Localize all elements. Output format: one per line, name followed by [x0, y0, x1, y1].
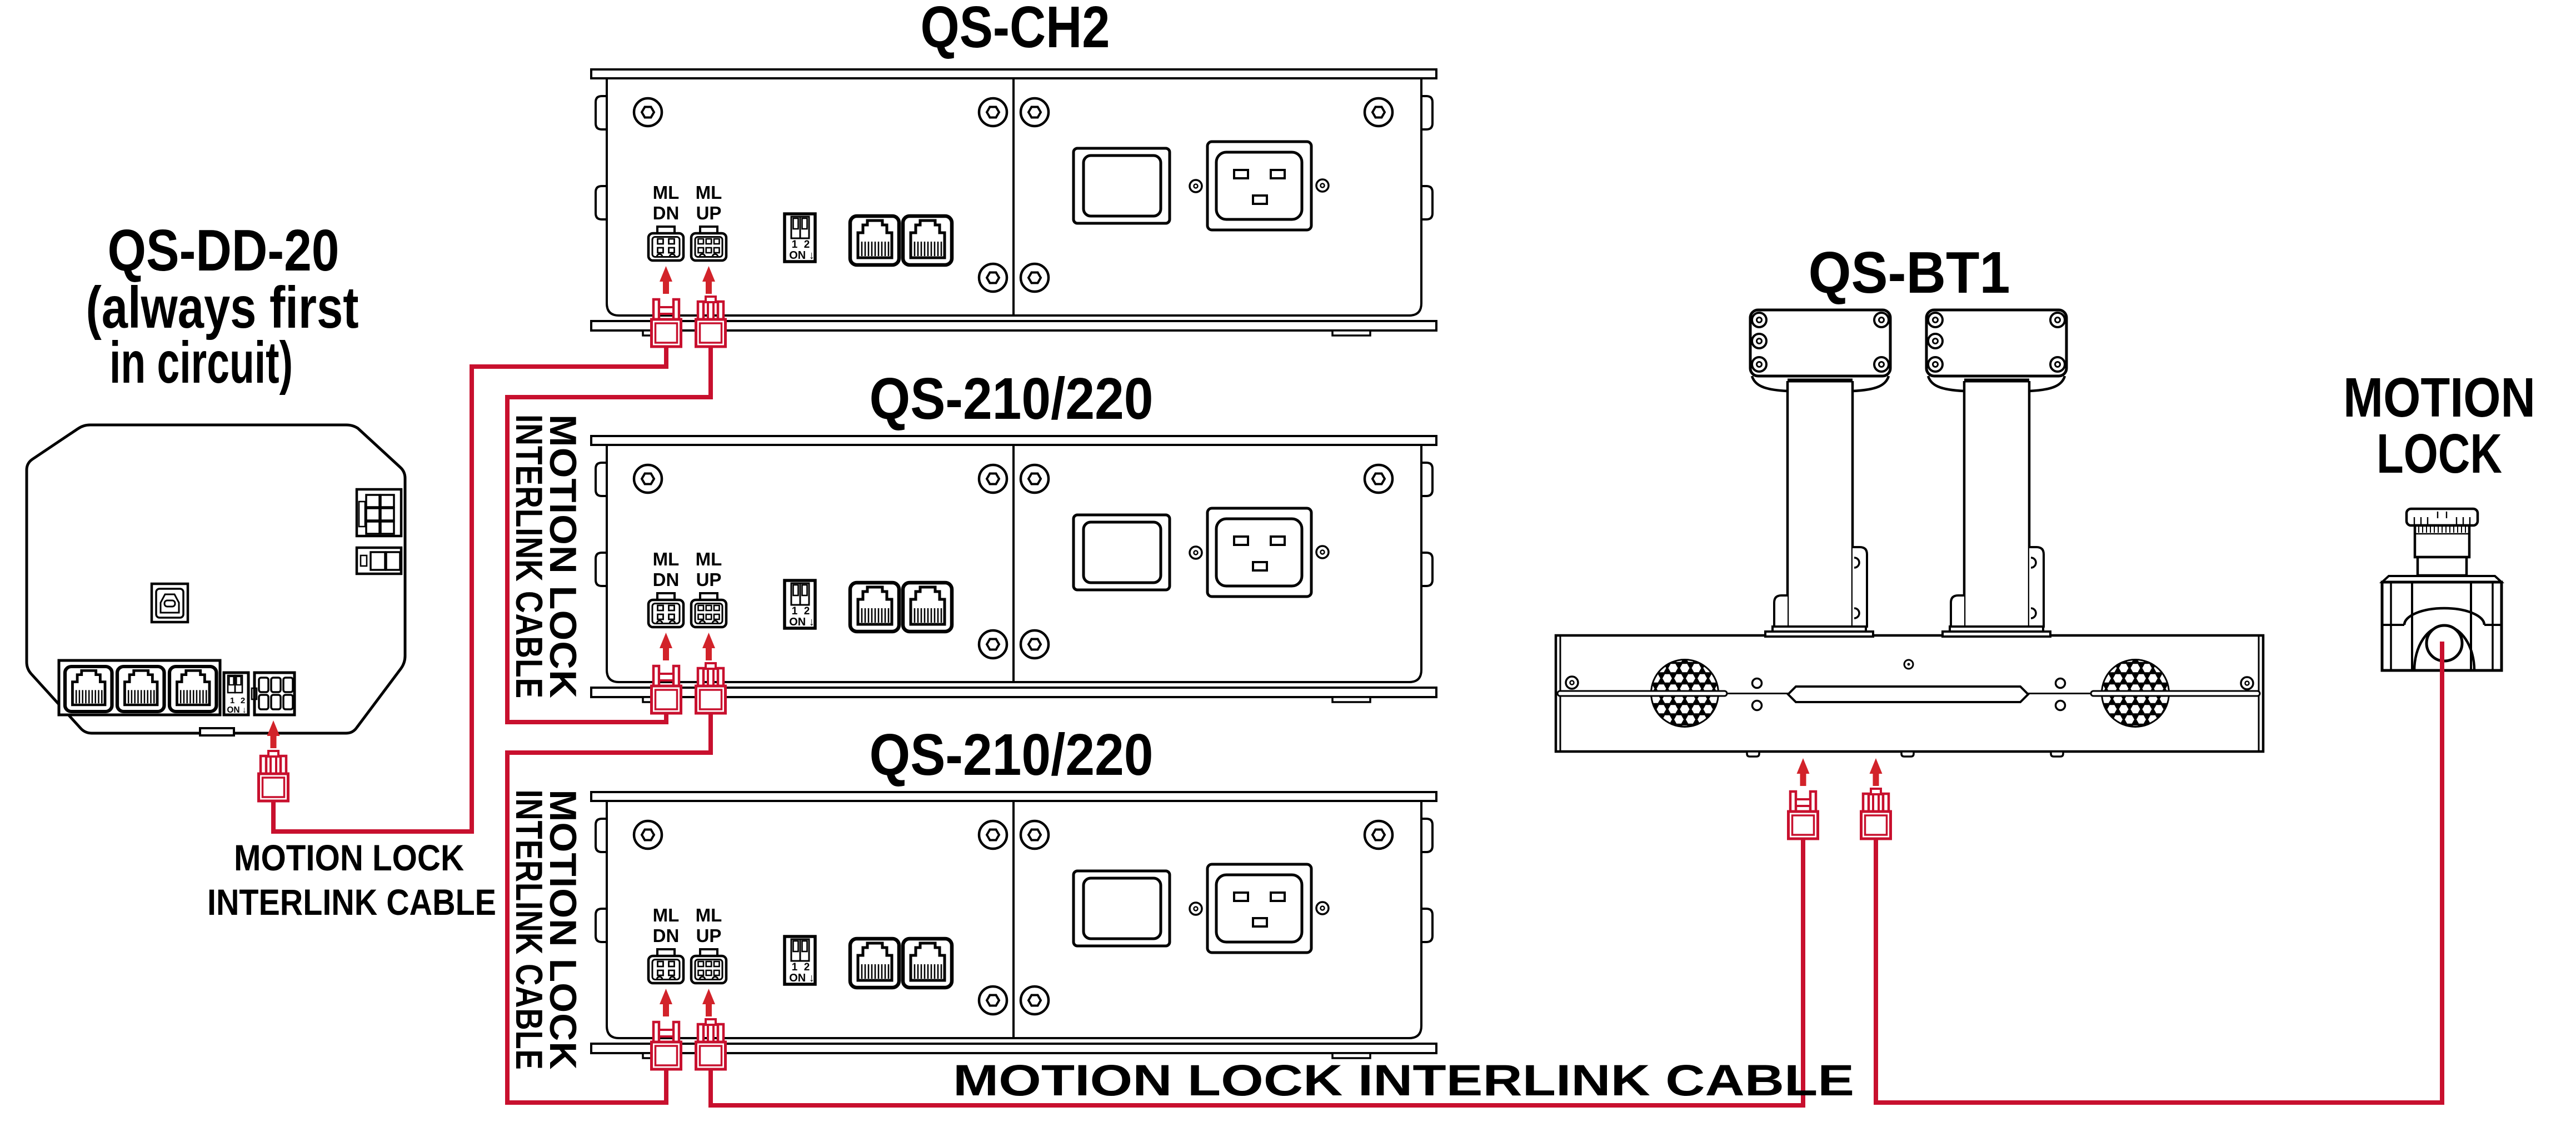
- interlink-label-line1: MOTION LOCK: [234, 837, 464, 878]
- controller-dip-switch: 1 2 ON ↓: [222, 671, 250, 717]
- ml-label: ML: [653, 182, 680, 203]
- ml-label: ML: [696, 905, 722, 925]
- ml-label: ML: [696, 549, 722, 569]
- cable-bottom-up-to-lift: [708, 839, 1805, 1108]
- up-label: UP: [696, 569, 722, 590]
- cable-plug-dn: [652, 666, 681, 713]
- controller-body: [25, 423, 407, 735]
- title-motion-lock-1: MOTION: [2343, 367, 2535, 429]
- rj45-port-block: [57, 659, 222, 717]
- dip-on-label: ON ↓: [789, 249, 815, 262]
- ml-label: ML: [696, 182, 722, 203]
- arrow-up-icon: [1869, 758, 1883, 786]
- title-qs-dd-20-note1: (always first: [86, 275, 359, 340]
- cable-lift-to-estop: [1874, 642, 2444, 1105]
- dip-2-label: 2: [804, 239, 810, 251]
- title-qs-ch2: QS-CH2: [921, 0, 1110, 60]
- port-labels-unit1: ML DN ML UP: [653, 182, 722, 223]
- title-motion-lock-2: LOCK: [2377, 423, 2502, 485]
- port-labels-unit3: ML DN ML UP: [653, 905, 722, 946]
- cable-plug-dn: [652, 299, 681, 347]
- aux-6pin-connector: [355, 488, 403, 538]
- cable-controller-to-ch2-dn: [271, 347, 668, 834]
- controller-dip-2-label: 2: [241, 696, 245, 705]
- up-label: UP: [696, 203, 722, 223]
- label-interlink-bottom: MOTION LOCK INTERLINK CABLE: [953, 1055, 1854, 1105]
- dip-labels-unit3: 1 2 ON ↓: [789, 961, 815, 984]
- lift-column-left: [1749, 308, 1892, 638]
- dip-2-label: 2: [804, 961, 810, 973]
- label-interlink-under-controller: MOTION LOCK INTERLINK CABLE: [207, 837, 496, 923]
- dn-label: DN: [653, 569, 680, 590]
- controller-dip-1-label: 1: [230, 696, 234, 705]
- bar-screw-left: [1565, 675, 1579, 690]
- controller-qs-dd-20: 1 2 ON ↓: [25, 423, 407, 737]
- interlink-vertical-line1: MOTION LOCK: [542, 790, 584, 1070]
- cable-plug-dn: [652, 1022, 681, 1069]
- label-interlink-vertical-1: MOTION LOCK INTERLINK CABLE: [508, 414, 584, 699]
- cable-ch2-up-to-middle-dn: [505, 347, 713, 724]
- title-qs-dd-20-note2: in circuit): [109, 330, 293, 395]
- interlink-label-line2: INTERLINK CABLE: [207, 881, 496, 923]
- dn-label: DN: [653, 203, 680, 223]
- label-interlink-vertical-2: MOTION LOCK INTERLINK CABLE: [508, 790, 584, 1070]
- dip-on-label: ON ↓: [789, 616, 815, 628]
- bar-lug: [2050, 750, 2064, 758]
- port-labels-unit2: ML DN ML UP: [653, 549, 722, 590]
- estop-neck: [2416, 555, 2468, 577]
- dip-1-label: 1: [792, 605, 798, 617]
- usb-b-port: [150, 582, 189, 624]
- title-qs-bt1: QS-BT1: [1809, 240, 2010, 305]
- dip-1-label: 1: [792, 961, 798, 973]
- cable-plug-up: [1861, 789, 1891, 839]
- arrow-up-icon: [1796, 758, 1810, 786]
- dn-label: DN: [653, 925, 680, 946]
- dip-on-label: ON ↓: [789, 972, 815, 984]
- estop-mushroom-cap: [2405, 507, 2479, 527]
- dip-1-label: 1: [792, 239, 798, 251]
- aux-2pin-connector: [355, 546, 403, 575]
- bar-seam-slot-left: [1556, 690, 1728, 697]
- interlink-vertical-line1: MOTION LOCK: [542, 414, 584, 699]
- cable-plug-dn: [1789, 792, 1818, 839]
- bar-seam-slot-right: [2090, 690, 2261, 697]
- cable-plug-up: [696, 297, 726, 347]
- motion-lock-cables: [271, 347, 2444, 1108]
- ml-label: ML: [653, 549, 680, 569]
- title-qs-210-220-bottom: QS-210/220: [870, 722, 1154, 788]
- bar-lug: [1900, 750, 1915, 758]
- estop-collar: [2413, 524, 2471, 559]
- title-qs-210-220-middle: QS-210/220: [870, 366, 1154, 432]
- dip-labels-unit2: 1 2 ON ↓: [789, 605, 815, 628]
- lift-column-right: [1925, 308, 2068, 638]
- lift-qs-bt1: [1554, 308, 2265, 758]
- cable-plug-up: [259, 751, 288, 801]
- dip-2-label: 2: [804, 605, 810, 617]
- ml-label: ML: [653, 905, 680, 925]
- bar-screw-center: [1903, 659, 1914, 670]
- cable-middle-up-to-bottom-dn: [505, 713, 713, 1105]
- interlink-vertical-line2: INTERLINK CABLE: [508, 790, 550, 1070]
- title-qs-dd-20: QS-DD-20: [108, 218, 340, 283]
- controller-motion-lock-connector: [251, 671, 296, 717]
- cable-plug-up: [696, 1019, 726, 1069]
- bar-handle-slot: [1786, 685, 2030, 703]
- dip-labels-unit1: 1 2 ON ↓: [789, 239, 815, 262]
- controller-dip-on-label: ON ↓: [227, 705, 246, 715]
- interlink-vertical-line2: INTERLINK CABLE: [508, 414, 550, 699]
- bar-screw-right: [2240, 676, 2254, 690]
- bar-lug: [1746, 750, 1760, 758]
- cable-plug-up: [696, 663, 726, 713]
- up-label: UP: [696, 925, 722, 946]
- controller-bottom-tab: [199, 727, 235, 737]
